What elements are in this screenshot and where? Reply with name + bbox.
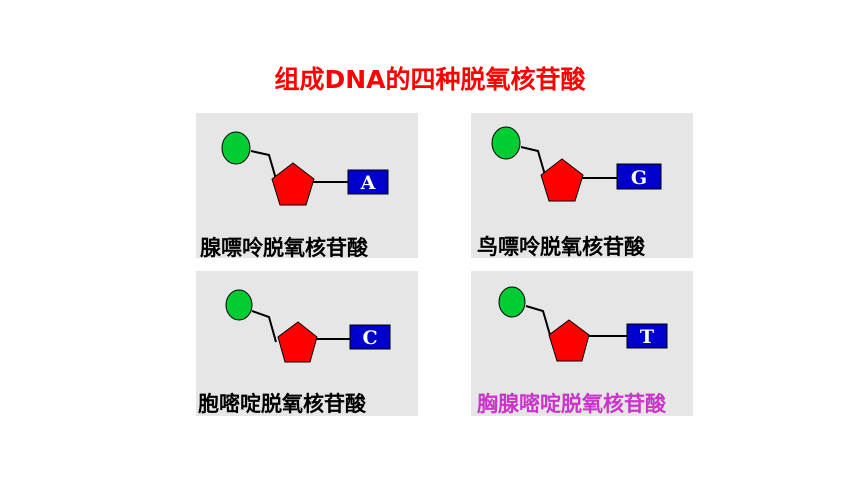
- base-box: [347, 169, 389, 195]
- deoxyribose-pentagon: [548, 319, 590, 362]
- base-box: [626, 323, 668, 349]
- phosphate-circle: [491, 126, 521, 160]
- base-letter: G: [631, 167, 647, 189]
- base-box: [616, 163, 662, 190]
- nucleotide-panel-guanine: G 鸟嘌呤脱氧核苷酸: [471, 113, 693, 259]
- deoxyribose-pentagon: [277, 321, 318, 363]
- nucleotide-diagram-thymine: T: [498, 286, 668, 362]
- nucleotide-label: 鸟嘌呤脱氧核苷酸: [477, 235, 645, 259]
- base-letter: T: [640, 326, 654, 348]
- base-letter: A: [360, 172, 376, 194]
- nucleotide-panel-cytosine: C 胞嘧啶脱氧核苷酸: [196, 271, 418, 416]
- deoxyribose-pentagon: [271, 162, 315, 206]
- nucleotide-diagram-adenine: A: [221, 131, 389, 206]
- nucleotide-panel-adenine: A 腺嘌呤脱氧核苷酸: [196, 113, 418, 260]
- nucleotide-label: 胞嘧啶脱氧核苷酸: [198, 392, 366, 416]
- base-letter: C: [362, 327, 377, 349]
- deoxyribose-pentagon: [540, 158, 584, 202]
- phosphate-circle: [221, 131, 251, 165]
- base-box: [349, 324, 391, 350]
- phosphate-circle: [498, 286, 526, 318]
- slide-title: 组成DNA的四种脱氧核苷酸: [274, 65, 586, 94]
- nucleotide-diagram-cytosine: C: [225, 289, 391, 363]
- phosphate-circle: [225, 289, 253, 321]
- nucleotide-panel-thymine: T 胸腺嘧啶脱氧核苷酸: [471, 271, 693, 416]
- nucleotide-diagram-guanine: G: [491, 126, 662, 202]
- nucleotide-label: 腺嘌呤脱氧核苷酸: [200, 236, 368, 260]
- nucleotide-label-highlighted: 胸腺嘧啶脱氧核苷酸: [477, 392, 666, 416]
